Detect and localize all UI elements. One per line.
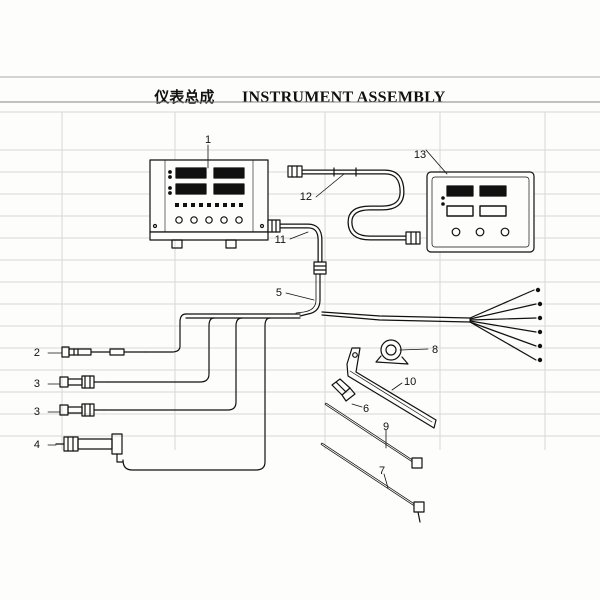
fitting-6	[331, 378, 356, 402]
callout-13-remote-instrument-panel: 13	[414, 149, 426, 161]
callout-12-conduit: 12	[300, 191, 312, 203]
leader-lines	[47, 144, 448, 489]
wiring-harness-5	[103, 273, 543, 471]
callout-10-bracket: 10	[404, 376, 416, 388]
callout-5-wiring-harness: 5	[276, 287, 282, 299]
sensor-2	[61, 346, 146, 358]
callout-4-sensor-with-connector: 4	[34, 439, 40, 451]
clamp-8	[375, 339, 409, 365]
bracket-10	[346, 347, 437, 429]
callout-8-clamp: 8	[432, 344, 438, 356]
conduit-12	[287, 165, 421, 245]
conduit-11	[267, 219, 327, 275]
sensor-3-upper	[59, 375, 109, 389]
cable-tie-7	[320, 442, 425, 523]
callout-1-instrument-panel: 1	[205, 134, 211, 146]
callout-3-sensor: 3	[34, 378, 40, 390]
callout-3-sensor: 3	[34, 406, 40, 418]
callout-11-conduit: 11	[275, 234, 286, 246]
sensor-3-lower	[59, 403, 105, 417]
cable-tie-9	[324, 402, 423, 469]
instrument-panel-1	[149, 159, 269, 249]
remote-panel-13	[426, 171, 535, 253]
background-table-ghost	[0, 111, 600, 450]
sensor-4	[55, 433, 124, 463]
callout-2-sensor: 2	[34, 347, 40, 359]
callout-6-fitting: 6	[363, 403, 369, 415]
callout-9-cable-tie: 9	[383, 421, 389, 433]
callout-7-cable-tie: 7	[379, 465, 385, 477]
